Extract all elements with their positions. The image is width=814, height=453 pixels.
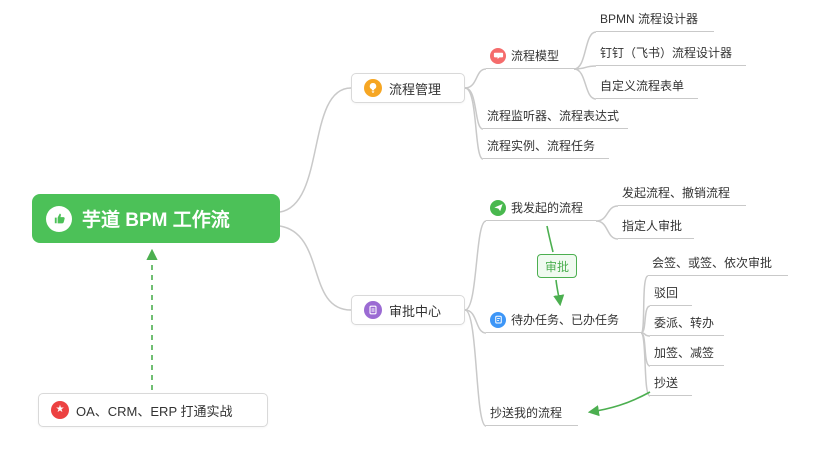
node-listener-expression[interactable]: 流程监听器、流程表达式 (483, 107, 628, 129)
node-label: 会签、或签、依次审批 (652, 256, 773, 270)
node-label: 发起流程、撤销流程 (622, 186, 731, 200)
clipboard-icon (490, 311, 506, 328)
node-label: OA、CRM、ERP 打通实战 (76, 403, 233, 419)
node-cc-my-process[interactable]: 抄送我的流程 (486, 404, 578, 426)
node-add-remove-sign[interactable]: 加签、减签 (650, 344, 724, 366)
approval-arrow-upper-segment (546, 225, 554, 253)
node-label: 流程实例、流程任务 (487, 139, 596, 153)
star-icon: ★ (51, 401, 69, 419)
cc-arrow (587, 391, 651, 417)
chat-bubble-icon (490, 47, 506, 64)
node-cc[interactable]: 抄送 (650, 374, 692, 396)
node-label: 流程管理 (389, 81, 442, 97)
node-process-model[interactable]: 流程模型 (486, 47, 574, 69)
approval-badge-label: 审批 (544, 259, 569, 274)
node-label: 指定人审批 (622, 219, 683, 233)
node-initiate-cancel-process[interactable]: 发起流程、撤销流程 (618, 184, 746, 206)
tree-edges (279, 31, 651, 427)
approval-badge[interactable]: 审批 (537, 254, 577, 278)
node-center-bpm-workflow[interactable]: 芋道 BPM 工作流 (32, 194, 280, 243)
node-bpmn-designer[interactable]: BPMN 流程设计器 (596, 10, 714, 32)
node-approval-center[interactable]: 审批中心 (351, 295, 465, 325)
node-label: 抄送我的流程 (490, 406, 563, 420)
node-label: 抄送 (654, 376, 679, 390)
node-label: 审批中心 (389, 303, 442, 319)
node-todo-done-tasks[interactable]: 待办任务、已办任务 (486, 311, 641, 333)
node-dingtalk-designer[interactable]: 钉钉（飞书）流程设计器 (596, 44, 746, 66)
node-label: 钉钉（飞书）流程设计器 (600, 46, 733, 60)
node-label: 加签、减签 (654, 346, 715, 360)
node-my-initiated-process[interactable]: 我发起的流程 (486, 199, 596, 221)
paper-plane-icon (490, 199, 506, 216)
approval-arrow (553, 279, 565, 307)
node-designated-approval[interactable]: 指定人审批 (618, 217, 694, 239)
node-delegate-transfer[interactable]: 委派、转办 (650, 314, 724, 336)
node-label: 我发起的流程 (511, 201, 584, 215)
node-oa-crm-erp-integration[interactable]: ★ OA、CRM、ERP 打通实战 (38, 393, 268, 427)
center-label: 芋道 BPM 工作流 (82, 210, 230, 231)
node-label: 待办任务、已办任务 (511, 313, 620, 327)
node-custom-form[interactable]: 自定义流程表单 (596, 77, 698, 99)
node-label: 流程监听器、流程表达式 (487, 109, 620, 123)
node-countersign-orsign-sequential[interactable]: 会签、或签、依次审批 (648, 254, 788, 276)
node-label: 委派、转办 (654, 316, 715, 330)
lightbulb-icon (364, 79, 382, 97)
node-label: 驳回 (654, 286, 679, 300)
node-label: 自定义流程表单 (600, 79, 685, 93)
thumbs-up-icon (46, 205, 72, 232)
node-process-management[interactable]: 流程管理 (351, 73, 465, 103)
node-label: BPMN 流程设计器 (600, 12, 699, 26)
node-instance-task[interactable]: 流程实例、流程任务 (483, 137, 609, 159)
node-reject[interactable]: 驳回 (650, 284, 692, 306)
node-label: 流程模型 (511, 49, 560, 63)
document-icon (364, 301, 382, 319)
